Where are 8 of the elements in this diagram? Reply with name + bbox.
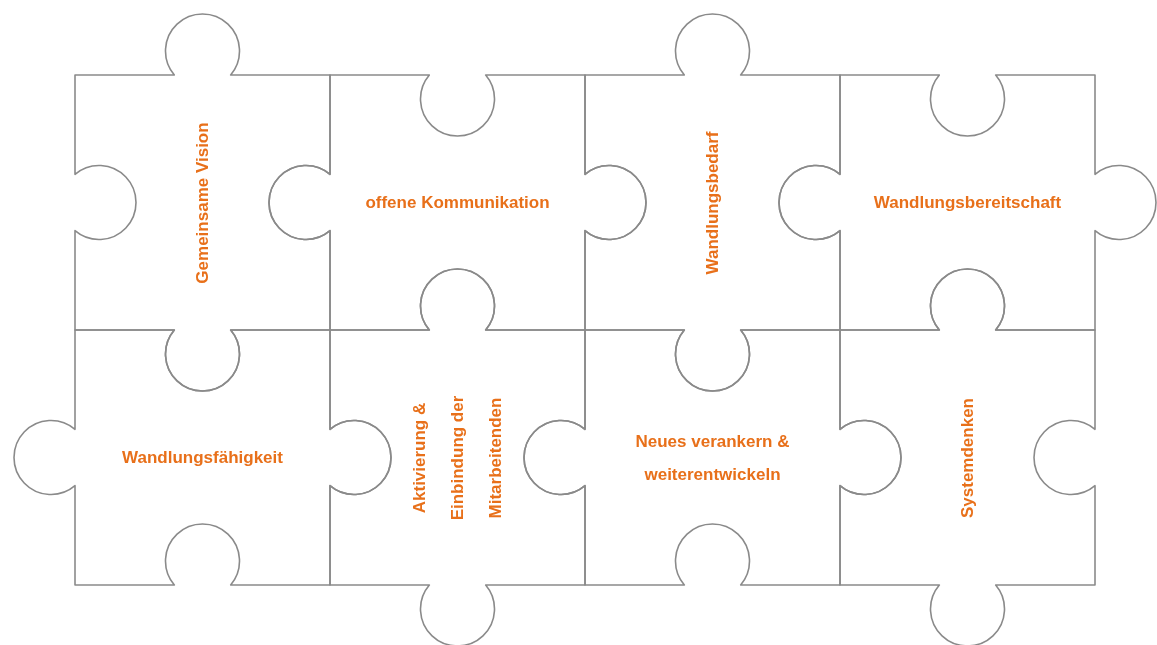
piece-label: Wandlungsbereitschaft (873, 192, 1062, 213)
piece-label: Neues verankern & weiterentwickeln (634, 430, 791, 486)
piece-label: Gemeinsame Vision (192, 121, 213, 284)
piece-label: Wandlungsfähigkeit (122, 447, 283, 468)
piece-label: offene Kommunikation (365, 192, 550, 213)
piece-label: Systemdenken (957, 397, 978, 518)
piece-label: Aktivierung & Einbindung der Mitarbeitenden (408, 394, 506, 522)
piece-label: Wandlungsbedarf (702, 131, 723, 274)
